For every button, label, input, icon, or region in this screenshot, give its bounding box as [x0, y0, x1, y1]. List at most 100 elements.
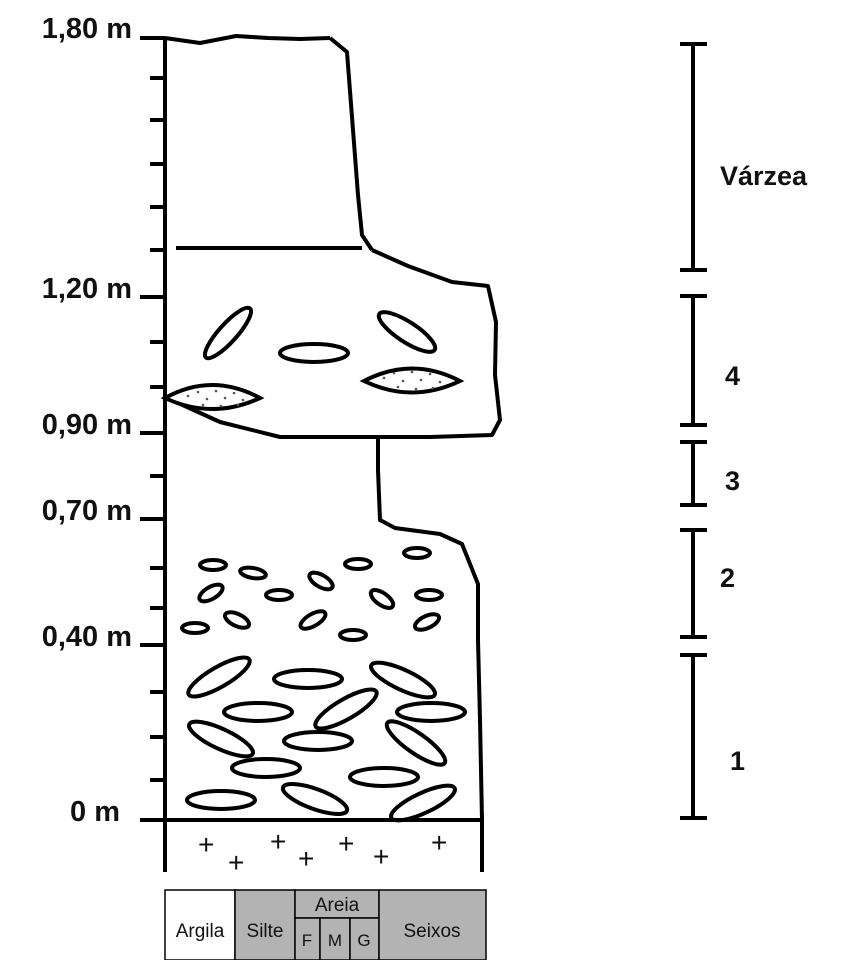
legend-m-label: M [328, 931, 342, 950]
layer2-clasts [180, 546, 444, 642]
clast [368, 588, 396, 610]
clast [376, 310, 438, 354]
depth-label-040: 0,40 m [42, 621, 132, 653]
basement-cross: + [270, 826, 286, 857]
sand-dot [419, 378, 423, 382]
basement-cross: + [198, 829, 214, 860]
clast [238, 565, 268, 581]
legend-silte-cell [234, 889, 296, 960]
depth-labels: 1,80 m 1,20 m 0,90 m 0,70 m 0,40 m 0 m [42, 13, 132, 828]
clast [313, 687, 379, 731]
sand-dot [214, 389, 218, 393]
sand-dot [201, 403, 205, 407]
unit-label-3: 3 [725, 466, 740, 496]
clast [202, 305, 254, 361]
legend-areia-header [294, 889, 380, 919]
clast [197, 582, 225, 604]
basement-cross: + [228, 847, 244, 878]
sand-dot [396, 385, 400, 389]
bracket-varzea [680, 42, 707, 272]
varzea-right-edge [328, 36, 374, 252]
clast [412, 612, 442, 632]
sand-dot [401, 379, 405, 383]
sand-dot [219, 404, 223, 408]
depth-label-090: 0,90 m [42, 409, 132, 441]
clast [222, 610, 252, 630]
sand-dot [438, 380, 442, 384]
clast [230, 757, 302, 779]
sand-dot [410, 370, 414, 374]
sand-dot [223, 396, 227, 400]
clast [180, 621, 210, 635]
clast [348, 766, 420, 788]
sand-dot [382, 376, 386, 380]
sand-lens-dots [186, 370, 442, 408]
clast [388, 783, 458, 823]
clast [298, 609, 328, 631]
grain-size-legend: Argila Silte Areia F M G Seixos [164, 889, 487, 960]
clast [282, 730, 354, 752]
legend-argila-cell [164, 889, 236, 960]
basement-cross: + [338, 828, 354, 859]
sand-dot [205, 397, 209, 401]
depth-label-180: 1,80 m [42, 13, 132, 45]
sand-dot [392, 371, 396, 375]
clast [402, 546, 432, 560]
clast [307, 570, 335, 592]
sand-dot [196, 390, 200, 394]
layer4-right-edge [164, 248, 502, 439]
basement-cross: + [373, 841, 389, 872]
clast [186, 719, 256, 759]
clast [368, 660, 438, 700]
unit-label-varzea: Várzea [720, 161, 808, 191]
clast [338, 628, 368, 642]
bracket-4 [680, 294, 707, 427]
sand-dot [414, 387, 418, 391]
clast [280, 782, 350, 816]
bracket-2 [680, 528, 707, 639]
depth-label-0: 0 m [70, 796, 120, 828]
depth-label-070: 0,70 m [42, 495, 132, 527]
clast [414, 588, 444, 602]
clast [272, 668, 344, 690]
unit-label-1: 1 [730, 746, 745, 776]
clast [278, 342, 350, 364]
depth-axis [140, 36, 482, 872]
depth-label-120: 1,20 m [42, 273, 132, 305]
column-profile [164, 34, 502, 872]
clast [395, 701, 467, 723]
legend-silte-label: Silte [247, 921, 284, 942]
bracket-1 [680, 653, 707, 820]
basement-cross: + [431, 827, 447, 858]
layer4-clasts [160, 305, 465, 411]
legend-g-label: G [357, 931, 370, 950]
legend-f-label: F [302, 931, 312, 950]
legend-argila-label: Argila [176, 921, 225, 942]
clast [222, 701, 294, 723]
legend-areia-f-cell [294, 917, 321, 960]
legend-seixos-cell [378, 889, 487, 960]
unit-brackets [680, 42, 707, 820]
sand-dot [236, 403, 240, 407]
unit-label-4: 4 [725, 361, 740, 391]
sand-dot [428, 372, 432, 376]
sand-dot [186, 394, 190, 398]
sand-dot [232, 391, 236, 395]
clast [343, 557, 373, 571]
bracket-3 [680, 440, 707, 507]
legend-areia-label: Areia [315, 895, 360, 916]
legend-seixos-label: Seixos [403, 921, 460, 942]
unit-labels: Várzea 4 3 2 1 [720, 161, 808, 776]
clast [186, 655, 252, 699]
clast [264, 588, 294, 602]
sand-dot [431, 386, 435, 390]
sand-lens-right [359, 366, 465, 395]
varzea-top-edge [164, 34, 331, 45]
sand-lens-left [160, 383, 265, 411]
layer1-clasts [185, 655, 467, 823]
basement-cross: + [298, 843, 314, 874]
layer3-right-edge [376, 437, 484, 821]
unit-label-2: 2 [720, 563, 735, 593]
sand-dot [241, 398, 245, 402]
